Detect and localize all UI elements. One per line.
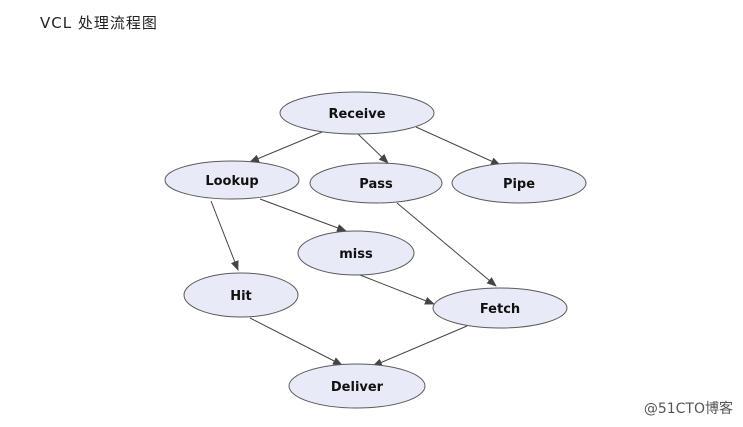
node-label: Deliver xyxy=(331,380,384,395)
node-receive: Receive xyxy=(279,91,435,135)
node-label: Pass xyxy=(359,177,393,192)
node-fetch: Fetch xyxy=(432,287,568,329)
edge-pass-fetch xyxy=(396,202,497,287)
node-pipe: Pipe xyxy=(451,162,587,204)
edge-hit-deliver xyxy=(249,317,343,366)
node-shape xyxy=(183,272,299,318)
node-label: Hit xyxy=(230,289,252,304)
edge-receive-pipe xyxy=(415,126,501,166)
node-label: Receive xyxy=(328,107,385,122)
edge-lookup-hit xyxy=(210,200,239,271)
node-label: miss xyxy=(339,247,373,262)
node-shape xyxy=(432,287,568,329)
edge-receive-lookup xyxy=(249,131,323,163)
diagram-title: VCL 处理流程图 xyxy=(40,14,158,32)
node-label: Lookup xyxy=(205,174,258,189)
node-deliver: Deliver xyxy=(288,363,426,409)
node-label: Pipe xyxy=(503,177,535,192)
node-shape xyxy=(288,363,426,409)
edge-lookup-miss xyxy=(259,198,347,232)
watermark: @51CTO博客 xyxy=(643,401,733,417)
node-lookup: Lookup xyxy=(164,160,300,200)
edge-miss-fetch xyxy=(359,274,435,305)
node-shape xyxy=(451,162,587,204)
node-shape xyxy=(297,230,415,276)
node-pass: Pass xyxy=(309,162,443,204)
node-miss: miss xyxy=(297,230,415,276)
node-label: Fetch xyxy=(480,302,520,317)
node-shape xyxy=(309,162,443,204)
edges xyxy=(210,126,501,367)
node-hit: Hit xyxy=(183,272,299,318)
edge-fetch-deliver xyxy=(372,325,468,367)
edge-receive-pass xyxy=(357,133,389,164)
node-shape xyxy=(164,160,300,200)
node-shape xyxy=(279,91,435,135)
